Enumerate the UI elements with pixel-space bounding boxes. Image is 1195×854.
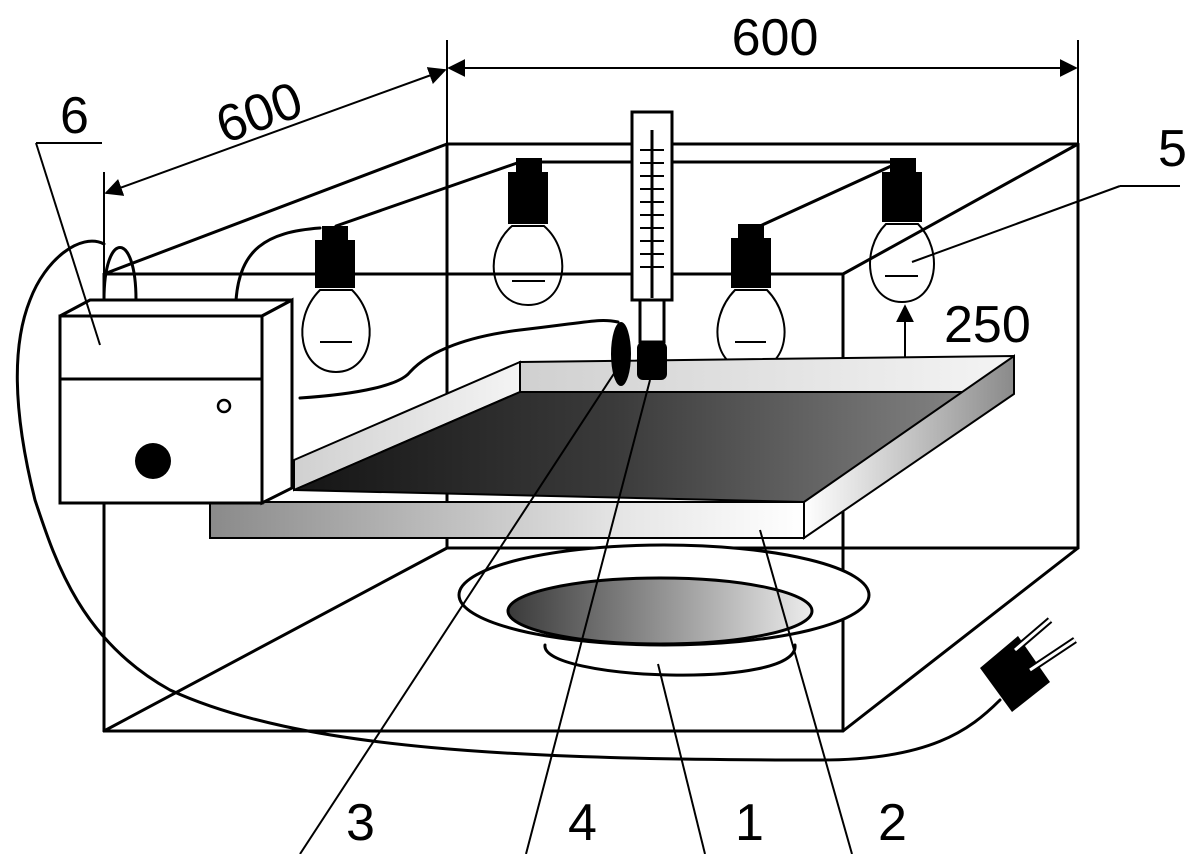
lamp-front-right — [716, 224, 786, 372]
callout-5: 5 — [911, 120, 1187, 263]
thermometer — [630, 110, 674, 380]
dimension-label-depth: 600 — [209, 71, 310, 155]
lamp-wiring — [234, 160, 902, 302]
callout-1: 1 — [657, 663, 764, 854]
controller-box — [58, 246, 294, 506]
control-knob-icon — [135, 443, 171, 479]
dimension-width-top: 600 — [446, 9, 1079, 148]
power-plug-icon — [980, 617, 1077, 712]
callout-label-3: 3 — [346, 794, 375, 852]
callout-2: 2 — [759, 529, 907, 854]
power-cable — [15, 239, 1002, 762]
indicator-light-icon — [216, 398, 232, 414]
lamp-back-right — [869, 158, 935, 304]
dish — [457, 543, 871, 677]
dimension-label-height: 250 — [944, 296, 1031, 354]
lamp-back-left — [492, 158, 564, 307]
sensor — [298, 318, 631, 400]
callout-label-5: 5 — [1158, 120, 1187, 178]
callout-label-2: 2 — [878, 794, 907, 852]
callout-3: 3 — [299, 371, 616, 854]
dimension-lamp-height: 250 — [896, 296, 1031, 416]
callout-label-4: 4 — [568, 794, 597, 852]
callout-label-1: 1 — [735, 794, 764, 852]
dimension-label-width: 600 — [732, 9, 819, 67]
lamp-front-left — [301, 226, 371, 374]
dimension-depth-side: 600 — [103, 67, 447, 300]
callout-label-6: 6 — [60, 87, 89, 145]
tray — [209, 354, 1015, 540]
callout-6: 6 — [35, 87, 102, 346]
callout-4: 4 — [525, 379, 651, 854]
